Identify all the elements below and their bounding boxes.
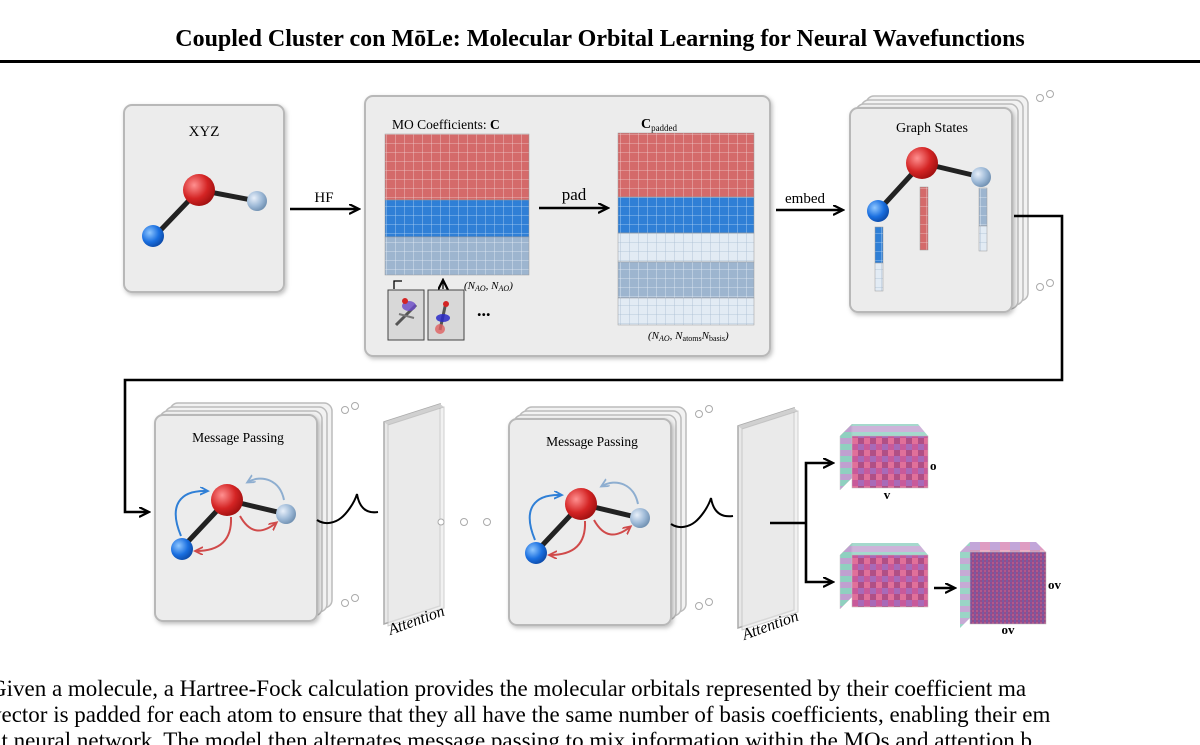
coefficient-matrix [384, 133, 530, 276]
graph-states-panel: Graph States [849, 90, 1054, 313]
output-ov-right-label: ov [1048, 577, 1062, 592]
output-o-label: o [930, 458, 937, 473]
water-molecule [142, 174, 267, 247]
message-passing-panel-2: Message Passing [508, 405, 713, 626]
ov-amplitude-block: o v [839, 423, 937, 502]
embed-arrow: embed [776, 191, 842, 210]
nitrogen-node [867, 200, 889, 222]
caption-line-3: nt neural network. The model then altern… [0, 728, 1033, 745]
ellipsis: ... [477, 300, 491, 320]
squiggle-connector-2 [670, 497, 734, 529]
xyz-title: XYZ [189, 124, 220, 140]
orbital-thumbnail-2 [427, 281, 465, 341]
xyz-panel: XYZ [123, 104, 285, 293]
embedding-vectors [874, 186, 988, 292]
squiggle-connector-1 [316, 493, 379, 525]
output-fork [770, 463, 832, 582]
padded-shape-label: (NAO, NatomsNbasis) [648, 330, 729, 343]
figure: XYZ HF MO Coefficients: C (NAO, NAO) [123, 90, 1064, 644]
output-ov-bottom-label: ov [1002, 622, 1016, 637]
nitrogen-atom [142, 225, 164, 247]
graph-states-title: Graph States [896, 121, 968, 136]
hf-label: HF [314, 190, 333, 206]
attention-block-1: Attention [383, 402, 447, 639]
message-passing-title-1: Message Passing [192, 430, 284, 445]
caption-line-2: vector is padded for each atom to ensure… [0, 702, 1051, 727]
paper-header: Coupled Cluster con MōLe: Molecular Orbi… [0, 0, 1200, 63]
flow-connector [123, 214, 1064, 512]
message-passing-title-2: Message Passing [546, 434, 638, 449]
orbital-thumbnail-1 [387, 280, 425, 341]
message-passing-panel-1: Message Passing [154, 402, 359, 622]
oxygen-node [906, 147, 938, 179]
attention-block-2: Attention [737, 406, 801, 644]
oxygen-atom [183, 174, 215, 206]
embed-label: embed [785, 191, 825, 207]
header-rule [0, 60, 1200, 63]
output-v-label: v [884, 487, 891, 502]
caption-line-1: Given a molecule, a Hartree-Fock calcula… [0, 676, 1027, 701]
mo-panel: MO Coefficients: C (NAO, NAO) ... Cpadde… [364, 95, 771, 357]
padded-matrix-title: Cpadded [641, 117, 678, 133]
paper-title: Coupled Cluster con MōLe: Molecular Orbi… [175, 26, 1025, 52]
hf-arrow: HF [290, 190, 358, 209]
pad-label: pad [562, 185, 587, 204]
figure-caption: Given a molecule, a Hartree-Fock calcula… [0, 674, 1200, 745]
hydrogen-node [971, 167, 991, 187]
pad-arrow: pad [539, 185, 607, 208]
padded-matrix [617, 132, 755, 326]
coefficient-shape-label: (NAO, NAO) [464, 280, 513, 293]
hydrogen-atom [247, 191, 267, 211]
ovov-amplitude-block: ov ov [839, 542, 1062, 637]
mo-coefficients-title: MO Coefficients: C [392, 117, 500, 132]
